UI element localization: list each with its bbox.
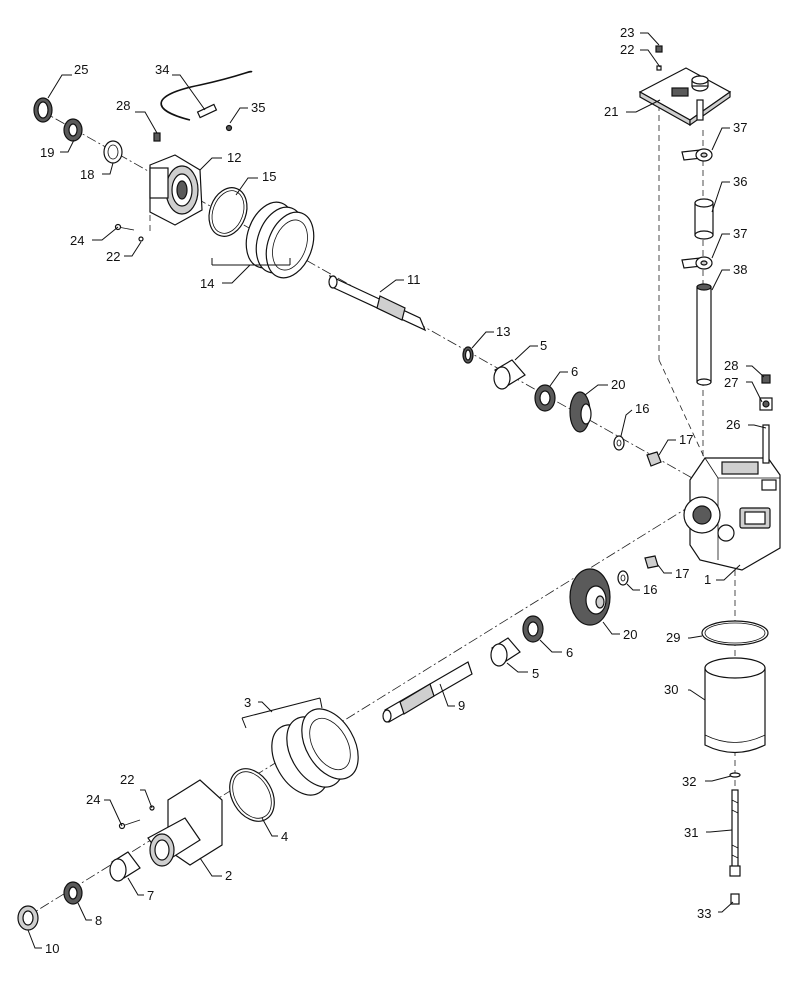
callout-5-upper: 5 [540, 338, 547, 353]
bearing-retainer-2 [147, 779, 223, 867]
plug-27 [759, 397, 773, 411]
callout-24-lower: 24 [86, 792, 100, 807]
callout-33: 33 [697, 906, 711, 921]
bearing-retainer-12 [149, 154, 203, 226]
callout-2: 2 [225, 868, 232, 883]
bearing-cup-5-upper [493, 359, 526, 390]
filter-o-ring [701, 620, 769, 646]
callout-14: 14 [200, 276, 214, 291]
callout-16-upper: 16 [635, 401, 649, 416]
washer-16-lower [617, 570, 629, 586]
callout-19: 19 [40, 145, 54, 160]
shaft-11 [328, 274, 427, 332]
callout-6-upper: 6 [571, 364, 578, 379]
callout-22-top: 22 [620, 42, 634, 57]
seal-25 [33, 97, 53, 123]
center-lines [24, 85, 741, 919]
callout-26: 26 [726, 417, 740, 432]
callout-9: 9 [458, 698, 465, 713]
screw-35 [225, 124, 233, 132]
sensor-cable-34 [160, 70, 253, 121]
callout-28-left: 28 [116, 98, 130, 113]
callout-1: 1 [704, 572, 711, 587]
callout-labels: 25 19 18 28 34 35 12 15 24 22 14 11 13 5… [40, 25, 747, 956]
callout-30: 30 [664, 682, 678, 697]
callout-24-upper: 24 [70, 233, 84, 248]
callout-7: 7 [147, 888, 154, 903]
callout-10: 10 [45, 941, 59, 956]
shaft-9 [382, 661, 473, 723]
bevel-gear-20-lower [569, 568, 611, 626]
callout-27: 27 [724, 375, 738, 390]
callout-21: 21 [604, 104, 618, 119]
callout-15: 15 [262, 169, 276, 184]
callout-5-lower: 5 [532, 666, 539, 681]
callout-37-lower: 37 [733, 226, 747, 241]
bolt-24-upper [114, 223, 135, 231]
callout-12: 12 [227, 150, 241, 165]
callout-11: 11 [407, 272, 421, 287]
callout-17-upper: 17 [679, 432, 693, 447]
callout-8: 8 [95, 913, 102, 928]
bearing-cup-7 [109, 851, 141, 882]
nut-17-lower [644, 555, 659, 569]
callout-20-upper: 20 [611, 377, 625, 392]
filter-canister [704, 657, 766, 754]
shift-rod [696, 283, 712, 386]
callout-3: 3 [244, 695, 251, 710]
callout-36: 36 [733, 174, 747, 189]
shift-sleeve [694, 198, 714, 240]
plug-28-left [153, 132, 161, 142]
bearing-19 [63, 118, 83, 142]
plug-28-right [761, 374, 771, 384]
leader-lines [27, 32, 767, 949]
callout-17-lower: 17 [675, 566, 689, 581]
o-ring-15 [208, 187, 248, 237]
pin-22-upper [138, 236, 144, 242]
plug-33 [730, 893, 740, 905]
snap-ring-13 [462, 346, 474, 364]
callout-13: 13 [496, 324, 510, 339]
callout-32: 32 [682, 774, 696, 789]
shift-pin-upper [681, 148, 713, 162]
bearing-cone-6-lower [522, 615, 544, 643]
callout-31: 31 [684, 825, 698, 840]
o-ring-4 [229, 768, 275, 822]
callout-28-right: 28 [724, 358, 738, 373]
callout-29: 29 [666, 630, 680, 645]
seal-10 [17, 905, 39, 931]
bearing-8 [63, 881, 83, 905]
callout-18: 18 [80, 167, 94, 182]
callout-22-lower: 22 [120, 772, 134, 787]
washer-16-upper [613, 435, 625, 451]
callout-38: 38 [733, 262, 747, 277]
callout-4: 4 [281, 829, 288, 844]
shift-pin-lower [681, 256, 713, 270]
bolt-24-lower [118, 819, 141, 830]
bearing-cup-18 [103, 140, 123, 164]
callout-37-upper: 37 [733, 120, 747, 135]
callout-6-lower: 6 [566, 645, 573, 660]
filter-stud [729, 789, 741, 877]
bearing-cup-5-lower [490, 637, 521, 667]
callout-16-lower: 16 [643, 582, 657, 597]
callout-25: 25 [74, 62, 88, 77]
shim-set-14 [245, 201, 315, 279]
bearing-cone-6-upper [534, 384, 556, 412]
bevel-gear-20-upper [569, 391, 592, 433]
callout-20-lower: 20 [623, 627, 637, 642]
callout-34: 34 [155, 62, 169, 77]
callout-35: 35 [251, 100, 265, 115]
nut-17-upper [646, 451, 662, 467]
washer-32 [729, 772, 741, 778]
shim-set-3 [271, 708, 359, 796]
callout-22-upper: 22 [106, 249, 120, 264]
cover-plate [638, 67, 732, 127]
gearbox-housing [683, 457, 781, 571]
callout-23: 23 [620, 25, 634, 40]
dowel-pin-26 [762, 424, 770, 464]
